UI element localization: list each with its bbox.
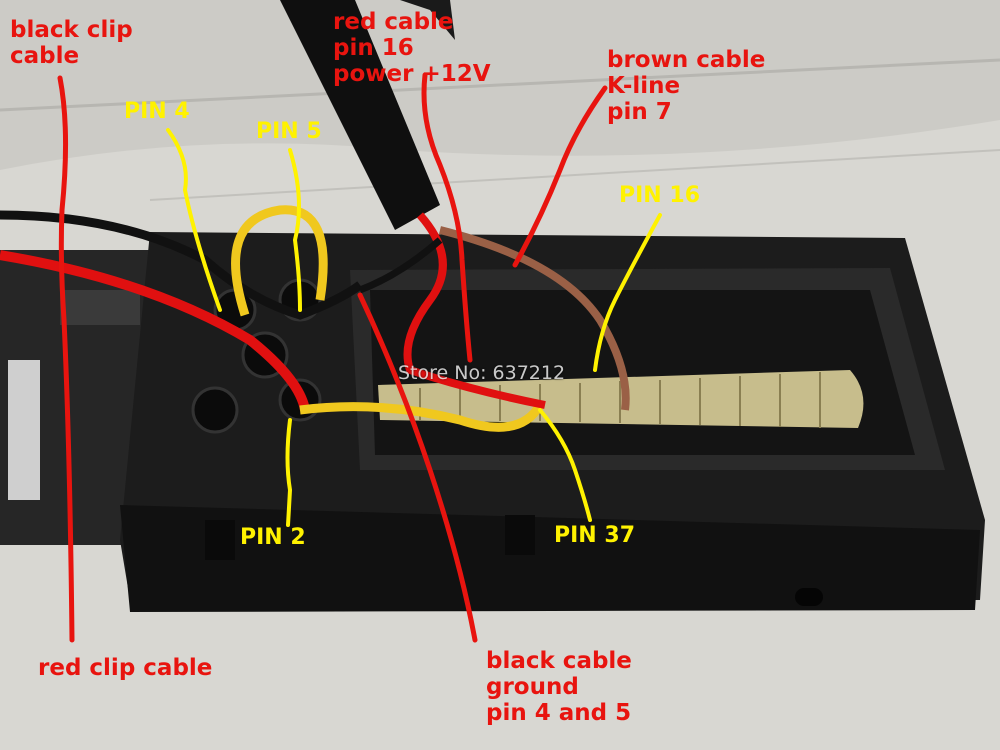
label-line: brown cable [607, 47, 766, 73]
red-clip-wire [0, 250, 310, 412]
latch-right [505, 515, 535, 555]
label-pin16: PIN 16 [619, 183, 700, 208]
brown-kline-wire [439, 226, 630, 411]
thick-black-cable [280, 0, 440, 230]
black-ground-wire [358, 237, 443, 294]
label-pin37: PIN 37 [554, 523, 635, 548]
thick-black-cable-edge [400, 0, 455, 40]
table-groove-2 [149, 149, 1000, 201]
pin-block-slots [419, 372, 821, 428]
label-line: power +12V [333, 60, 491, 87]
label-line: ground [486, 673, 579, 700]
connector-front-face [120, 505, 980, 612]
left-bracket-slot [8, 360, 40, 500]
left-bracket-slot-2 [60, 290, 140, 325]
label-black-clip-cable: black clip cable [10, 17, 133, 70]
label-line: pin 16 [333, 34, 414, 61]
label-red-cable-pin16: red cable pin 16 power +12V [333, 9, 491, 87]
label-brown-cable: brown cable K-line pin 7 [607, 47, 766, 125]
mount-hole [795, 588, 823, 606]
label-line: pin 4 and 5 [486, 699, 632, 726]
label-line: black cable [486, 648, 632, 674]
store-watermark: Store No: 637212 [398, 362, 566, 384]
label-pin5: PIN 5 [256, 119, 322, 144]
black-clip-wire [0, 210, 363, 320]
label-line: cable [10, 42, 80, 69]
yellow-leader-lines [166, 128, 662, 527]
label-pin2: PIN 2 [240, 525, 306, 550]
label-line: K-line [607, 72, 681, 99]
yellow-wire-to-pin37 [299, 402, 544, 432]
red-leader-lines [57, 72, 608, 643]
red-power-wire [403, 212, 546, 409]
label-line: red cable [333, 9, 454, 35]
yellow-loop-wire [231, 205, 328, 317]
label-line: pin 7 [607, 98, 672, 125]
label-line: black clip [10, 17, 133, 43]
latch-left [205, 520, 235, 560]
label-pin4: PIN 4 [124, 99, 190, 124]
table-groove [0, 58, 1000, 112]
label-black-cable-ground: black cable ground pin 4 and 5 [486, 648, 632, 726]
label-red-clip-cable: red clip cable [38, 655, 213, 681]
